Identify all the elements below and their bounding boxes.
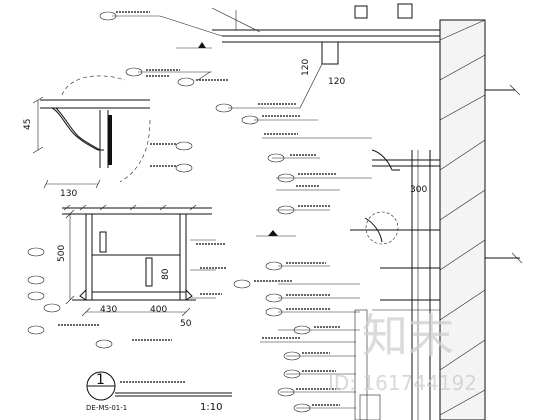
dim-300: 300	[410, 185, 427, 195]
dim-400: 400	[150, 305, 167, 315]
dim-80: 80	[161, 268, 171, 280]
watermark-logo: 知末	[362, 309, 454, 363]
drawing-number: 1	[96, 372, 105, 388]
level-markers	[176, 42, 296, 237]
dim-50: 50	[180, 319, 192, 329]
dim-120-detail: 120	[328, 77, 345, 87]
callout-leaders	[112, 15, 372, 409]
right-wall	[439, 19, 523, 420]
cornice-detail	[32, 75, 151, 189]
dim-500: 500	[57, 245, 67, 262]
dim-130: 130	[60, 189, 77, 199]
watermark: 知末 ID: 161744192	[328, 309, 477, 395]
dim-45: 45	[23, 119, 33, 130]
cabinet-section	[62, 204, 212, 317]
annotation-scribbles	[58, 11, 340, 406]
partition-column	[350, 149, 440, 420]
watermark-id: ID: 161744192	[328, 371, 477, 395]
drawing-code: DE-MS-01-1	[86, 404, 127, 412]
ceiling-slab	[211, 3, 440, 65]
drawing-scale: 1:10	[200, 402, 222, 413]
dim-120-top: 120	[301, 59, 311, 76]
callout-bubbles	[27, 11, 311, 413]
dim-430: 430	[100, 305, 117, 315]
title-block: 1 DE-MS-01-1 1:10	[86, 371, 232, 413]
